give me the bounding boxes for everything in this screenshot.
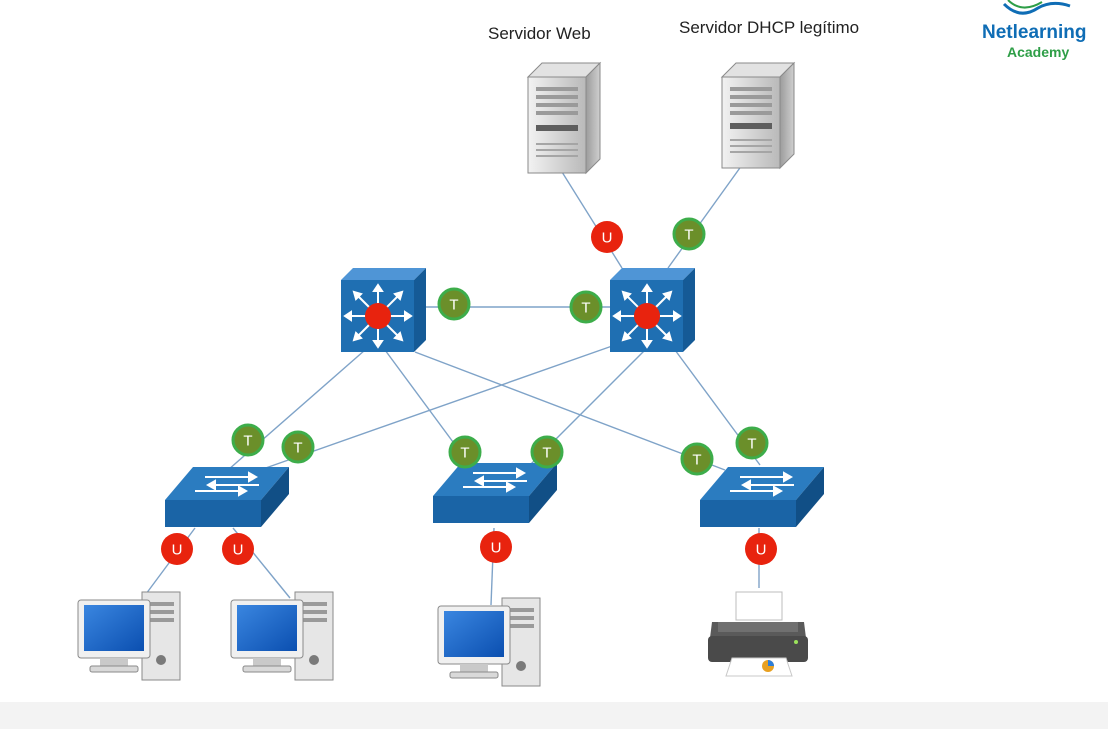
- access-switch-mid-icon: [433, 463, 557, 523]
- pc-icon-1: [77, 591, 181, 681]
- core-switch-left-icon: [341, 268, 426, 352]
- web-server-label: Servidor Web: [488, 24, 591, 43]
- port-tags: U T T T T T T T T T U U U U: [161, 217, 777, 565]
- port-tag-access-left-a: T: [231, 423, 265, 457]
- logo-wave-icon: [1002, 0, 1071, 15]
- logo-sub: Academy: [1007, 44, 1070, 60]
- port-tag-pc2-label: U: [233, 542, 244, 559]
- port-tag-pc3: U: [480, 531, 512, 563]
- port-tag-core-right-label: T: [581, 300, 590, 317]
- port-tag-printer-label: U: [756, 542, 767, 559]
- port-tag-pc1-label: U: [172, 542, 183, 559]
- port-tag-dhcp-server-label: T: [684, 227, 693, 244]
- port-tag-pc1: U: [161, 533, 193, 565]
- port-tag-web-server: U: [591, 221, 623, 253]
- port-tag-core-right: T: [569, 290, 603, 324]
- port-tag-access-right-b: T: [735, 426, 769, 460]
- access-switch-left-icon: [165, 467, 289, 527]
- web-server-icon: [526, 61, 602, 175]
- dhcp-server-icon: [720, 61, 796, 170]
- bottom-bar: [0, 702, 1108, 729]
- pc-icon-2: [230, 591, 334, 681]
- port-tag-access-left-a-label: T: [243, 433, 252, 450]
- port-tag-dhcp-server: T: [672, 217, 706, 251]
- printer-icon: [708, 591, 808, 677]
- link-web-to-core-right: [561, 171, 623, 269]
- port-tag-access-right-a: T: [680, 442, 714, 476]
- port-tag-access-left-b-label: T: [293, 440, 302, 457]
- core-switch-right-icon: [610, 268, 695, 352]
- link-core-right-to-access-left: [259, 344, 616, 471]
- port-tag-access-mid-a: T: [448, 435, 482, 469]
- pc-icon-3: [437, 597, 541, 687]
- port-tag-pc2: U: [222, 533, 254, 565]
- port-tag-printer: U: [745, 533, 777, 565]
- port-tag-core-left: T: [437, 287, 471, 321]
- port-tag-access-right-b-label: T: [747, 436, 756, 453]
- port-tag-access-mid-b: T: [530, 435, 564, 469]
- port-tag-access-mid-b-label: T: [542, 445, 551, 462]
- port-tag-access-left-b: T: [281, 430, 315, 464]
- port-tag-access-mid-a-label: T: [460, 445, 469, 462]
- link-core-left-to-access-right: [414, 351, 726, 471]
- logo-name: Netlearning: [982, 22, 1087, 43]
- link-dhcp-to-core-right: [667, 164, 743, 269]
- port-tag-pc3-label: U: [491, 540, 502, 557]
- port-tag-access-right-a-label: T: [692, 452, 701, 469]
- port-tag-web-server-label: U: [602, 230, 613, 247]
- dhcp-server-label: Servidor DHCP legítimo: [679, 18, 860, 37]
- access-switch-right-icon: [700, 467, 824, 527]
- port-tag-core-left-label: T: [449, 297, 458, 314]
